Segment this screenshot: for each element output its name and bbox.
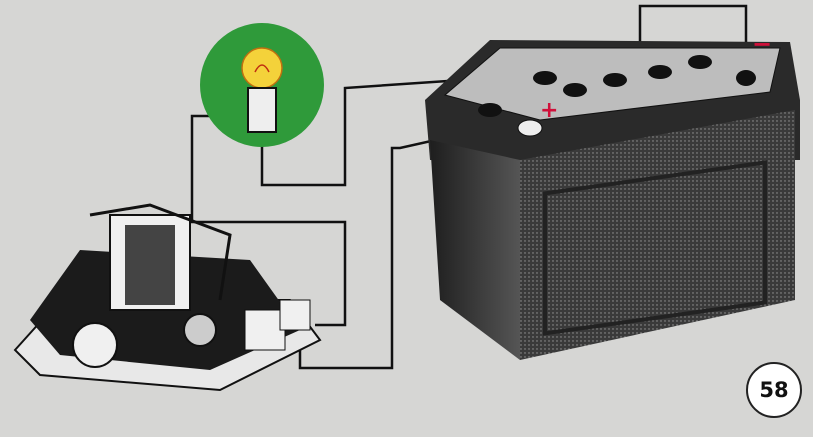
negative-terminal <box>736 70 756 86</box>
negative-sign: − <box>752 30 773 58</box>
figure-number-badge: 58 <box>746 362 802 418</box>
positive-sign: + <box>540 98 559 123</box>
wire-lamp-to-relay <box>190 114 347 327</box>
battery <box>425 40 800 360</box>
bulb-glass <box>241 47 283 89</box>
positive-terminal <box>517 119 543 137</box>
wire-positive <box>298 118 526 370</box>
lamp <box>200 23 324 147</box>
figure-number: 58 <box>759 378 789 402</box>
bulb-base <box>247 87 277 133</box>
relay <box>13 203 322 392</box>
